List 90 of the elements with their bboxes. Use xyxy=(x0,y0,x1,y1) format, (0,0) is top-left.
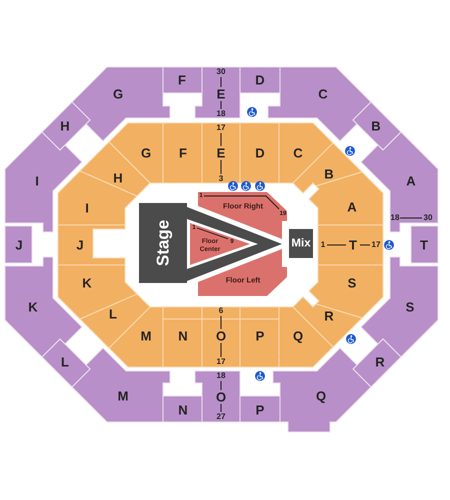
section-label: Q xyxy=(292,330,304,342)
section-label: S xyxy=(348,276,356,290)
section-label: A xyxy=(347,200,357,214)
mix-label: Mix xyxy=(291,238,311,250)
seating-section xyxy=(352,338,402,388)
section-label: R xyxy=(375,356,385,368)
seating-section xyxy=(162,306,203,368)
section-label: H xyxy=(113,172,123,184)
seating-section xyxy=(57,170,138,226)
seating-section xyxy=(57,224,126,266)
seating-section xyxy=(4,225,33,264)
row-number: 30 xyxy=(216,68,226,76)
floor-section xyxy=(197,248,288,297)
section-label: Q xyxy=(316,390,326,402)
seating-section xyxy=(272,347,372,433)
seating-section xyxy=(308,171,384,226)
seating-section xyxy=(41,101,91,151)
section-label: I xyxy=(35,174,39,188)
section-label: L xyxy=(61,356,69,368)
row-number: 17 xyxy=(216,124,226,132)
section-label: F xyxy=(178,74,186,86)
section-label: A xyxy=(406,174,416,188)
seating-section xyxy=(108,122,164,184)
row-number: 18 xyxy=(390,214,400,222)
section-label: K xyxy=(82,276,92,290)
section-label: B xyxy=(371,120,381,132)
stage-block xyxy=(138,202,188,284)
row-number: 30 xyxy=(424,214,432,222)
row-number: 3 xyxy=(218,175,224,183)
section-label: L xyxy=(109,308,117,320)
section-label: P xyxy=(256,330,264,342)
section-label: C xyxy=(318,88,328,100)
seating-section xyxy=(108,306,164,368)
section-label: N xyxy=(178,404,188,416)
section-label: M xyxy=(140,330,152,342)
mix-booth xyxy=(288,228,314,259)
stage-label: Stage xyxy=(154,220,172,266)
row-number: 18 xyxy=(216,372,226,380)
seating-section xyxy=(239,306,280,368)
seating-section xyxy=(79,141,151,197)
section-label: J xyxy=(15,238,23,252)
seating-section xyxy=(194,66,241,119)
seating-section xyxy=(162,122,203,184)
seating-section xyxy=(239,122,280,184)
section-label: T xyxy=(420,238,428,252)
seating-section xyxy=(162,66,203,94)
section-label: D xyxy=(255,146,265,160)
section-label: N xyxy=(178,330,188,342)
section-label: G xyxy=(140,146,152,160)
section-label: R xyxy=(324,310,334,322)
section-label: J xyxy=(76,238,84,252)
seating-section xyxy=(352,101,402,151)
seating-section xyxy=(278,122,334,184)
seating-section xyxy=(57,264,138,320)
row-number: 27 xyxy=(216,413,226,421)
seating-section xyxy=(239,395,281,423)
section-label: C xyxy=(293,146,303,160)
seating-section xyxy=(410,225,439,264)
row-number: 17 xyxy=(372,241,380,249)
floor-section xyxy=(197,191,288,240)
section-label: I xyxy=(85,202,89,214)
section-label: H xyxy=(60,120,70,132)
seating-section xyxy=(308,264,384,319)
row-number: 17 xyxy=(216,358,226,366)
section-label: B xyxy=(324,168,334,180)
section-label: E xyxy=(216,146,226,160)
section-label: E xyxy=(216,88,226,100)
row-number: 18 xyxy=(216,110,226,118)
floor-section xyxy=(189,222,251,266)
seating-section xyxy=(201,122,241,184)
seating-section xyxy=(41,338,91,388)
section-label: D xyxy=(255,74,265,86)
section-label: S xyxy=(406,300,414,314)
seating-section xyxy=(239,66,281,94)
section-label: G xyxy=(112,88,124,100)
seating-section xyxy=(194,370,241,423)
section-label: K xyxy=(28,300,38,314)
section-label: O xyxy=(216,390,226,404)
seating-section xyxy=(201,306,241,368)
section-label: M xyxy=(118,390,128,402)
section-label: O xyxy=(216,330,226,342)
section-label: T xyxy=(349,238,357,252)
row-number: 1 xyxy=(320,241,326,249)
row-number: 6 xyxy=(218,307,224,315)
seating-section xyxy=(278,306,334,368)
section-label: P xyxy=(256,404,264,416)
seating-section xyxy=(162,395,203,423)
seating-section xyxy=(79,293,151,349)
seating-section xyxy=(317,224,384,266)
section-label: F xyxy=(179,146,187,160)
